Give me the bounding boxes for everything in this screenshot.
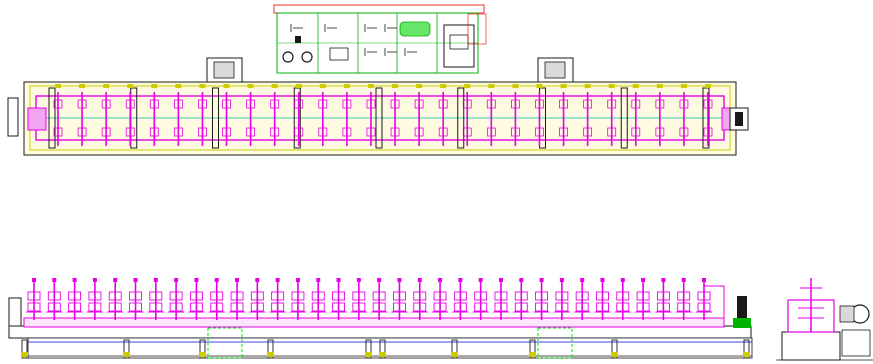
roller-stand-elevation: [371, 278, 388, 320]
frame-section-plan: [212, 87, 219, 149]
cabinet-green-panel: [399, 21, 431, 37]
cabinet-fan-right: [301, 51, 313, 63]
support-leg: [267, 339, 274, 359]
roller-stand-elevation: [107, 278, 124, 320]
roller-stand-elevation: [350, 278, 367, 320]
support-leg: [451, 339, 458, 359]
roller-stand-elevation: [26, 278, 42, 320]
cabinet-fan-left: [282, 51, 294, 63]
roller-stand-elevation: [594, 278, 611, 320]
roller-stand-elevation: [330, 278, 347, 320]
side-base: [781, 331, 841, 361]
roller-stand-elevation: [269, 278, 286, 320]
support-leg: [365, 339, 372, 359]
roller-stand-elevation: [391, 278, 408, 320]
roller-stand-elevation: [452, 278, 469, 320]
top-plan-view: [7, 57, 749, 156]
roller-stand-elevation: [127, 278, 144, 320]
roller-stand-elevation: [310, 278, 327, 320]
control-cabinet-view: [273, 4, 487, 74]
side-elevation-view: [776, 278, 873, 361]
frame-section-plan: [375, 87, 383, 149]
cabinet-transformer: [443, 24, 475, 68]
roller-stand-elevation: [513, 278, 530, 320]
frame-section-plan: [620, 87, 628, 149]
roller-stand-elevation: [574, 278, 591, 320]
roller-stand-elevation: [675, 278, 692, 320]
support-leg: [21, 339, 28, 359]
entry-guide-plan: [7, 97, 19, 137]
support-leg: [379, 339, 386, 359]
roller-stand-elevation: [147, 278, 164, 320]
roller-stand-elevation: [188, 278, 205, 320]
roller-stand-elevation: [655, 278, 672, 320]
roller-stand-elevation: [168, 278, 185, 320]
roller-stand-elevation: [86, 278, 103, 320]
roller-stand-elevation: [46, 278, 63, 320]
cutter-elevation: [737, 296, 747, 320]
machine-frame-plan: [23, 81, 737, 156]
support-leg: [199, 339, 206, 359]
front-elevation-view: [8, 278, 753, 359]
machine-underframe: [27, 337, 753, 359]
support-leg: [123, 339, 130, 359]
support-leg: [611, 339, 618, 359]
machine-base-elevation: [8, 325, 752, 339]
roller-stand-elevation: [66, 278, 83, 320]
roller-stand-elevation: [472, 278, 489, 320]
support-leg: [529, 339, 536, 359]
frame-section-plan: [457, 87, 465, 149]
roller-stand-elevation: [289, 278, 306, 320]
roller-stand-elevation: [533, 278, 550, 320]
gearbox-left-elevation: [207, 327, 243, 359]
roller-stand-elevation: [411, 278, 428, 320]
roller-stand-elevation: [432, 278, 449, 320]
roller-stand-elevation: [635, 278, 652, 320]
gearbox-right-elevation: [537, 327, 573, 359]
roller-stand-elevation: [553, 278, 570, 320]
roller-stand-elevation: [208, 278, 225, 320]
frame-section-plan: [48, 87, 56, 149]
roller-stand-elevation: [229, 278, 246, 320]
roller-stand-elevation: [492, 278, 509, 320]
support-leg: [743, 339, 750, 359]
roller-stand-elevation: [614, 278, 631, 320]
roller-stand-elevation: [249, 278, 266, 320]
